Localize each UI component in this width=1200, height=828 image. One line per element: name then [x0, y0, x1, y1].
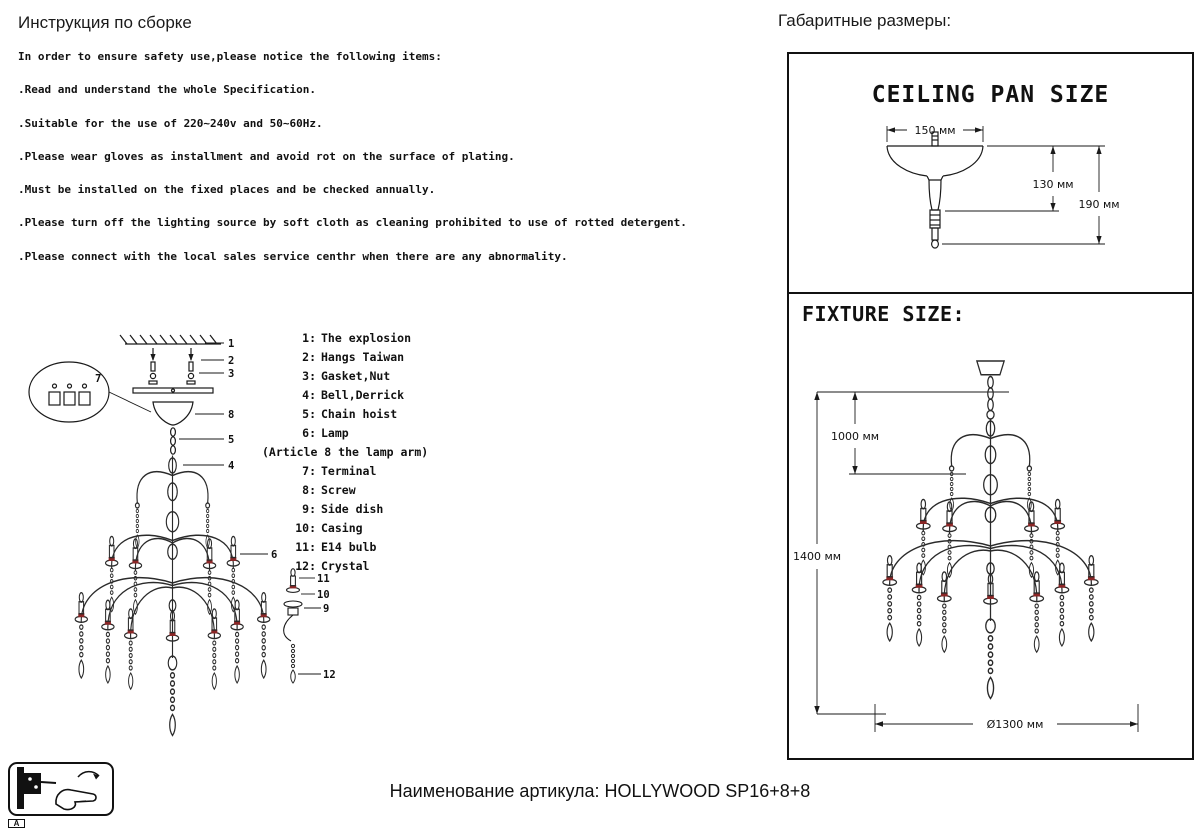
- hand-install-icon: [17, 767, 100, 811]
- callout-1: 1: [228, 338, 234, 350]
- corner-mark: A: [8, 819, 25, 828]
- callout-leaders: [179, 342, 268, 555]
- page-title: Инструкция по сборке: [18, 13, 192, 32]
- callout-10: 10: [317, 589, 330, 601]
- fixture-diameter-label: Ø1300 мм: [987, 718, 1044, 731]
- parts-item: 1:The explosion: [302, 331, 412, 345]
- safety-item: .Must be installed on the fixed places a…: [18, 183, 436, 197]
- dimensions-panel: CEILING PAN SIZE: [787, 52, 1194, 760]
- parts-list: 1:The explosion 2:Hangs Taiwan 3:Gasket,…: [256, 331, 456, 578]
- callout-12: 12: [323, 669, 335, 681]
- safety-item: .Read and understand the whole Specifica…: [18, 83, 317, 97]
- suspension-length-label: 1000 мм: [831, 430, 879, 443]
- chandelier-drawing: [883, 361, 1098, 699]
- safety-item: .Please connect with the local sales ser…: [18, 249, 568, 263]
- callout-3: 3: [228, 368, 234, 380]
- fixture-size-drawing: 1000 мм 1400 мм Ø1300 мм: [793, 316, 1139, 732]
- safety-notes: In order to ensure safety use,please not…: [18, 50, 758, 283]
- installation-pictogram: [8, 762, 114, 816]
- pan-dimension-lines: [886, 126, 1105, 245]
- pan-inner-height-label: 130 мм: [1032, 178, 1073, 191]
- parts-item: 11:E14 bulb: [295, 540, 377, 554]
- callout-11: 11: [317, 573, 330, 585]
- parts-note: (Article 8 the lamp arm): [262, 445, 429, 459]
- parts-item: 7:Terminal: [302, 464, 377, 478]
- pan-total-height-label: 190 мм: [1078, 198, 1119, 211]
- panel-divider: [789, 292, 1192, 294]
- article-name: Наименование артикула: HOLLYWOOD SP16+8+…: [389, 781, 811, 801]
- callout-4: 4: [228, 460, 234, 472]
- exploded-chandelier-body: [75, 456, 270, 736]
- parts-item: 12:Crystal: [295, 559, 370, 573]
- callout-5: 5: [228, 434, 234, 446]
- parts-item: 4:Bell,Derrick: [302, 388, 405, 402]
- dimensions-title: Габаритные размеры:: [778, 11, 952, 30]
- mount-arrowheads: [150, 354, 194, 361]
- parts-item: 2:Hangs Taiwan: [302, 350, 405, 364]
- pan-dimension-arrowheads: [887, 127, 1102, 244]
- parts-item: 9:Side dish: [302, 502, 384, 516]
- fixture-dimension-arrowheads: [814, 392, 1138, 727]
- safety-item: .Please turn off the lighting source by …: [18, 216, 687, 230]
- callout-9: 9: [323, 603, 329, 615]
- ceiling-pan-drawing: 150 мм 130 мм 190 мм: [886, 124, 1120, 249]
- callout-7: 7: [95, 373, 101, 385]
- parts-item: 10:Casing: [295, 521, 363, 535]
- callout-6: 6: [271, 549, 277, 561]
- ceiling-mount-drawing: [119, 334, 221, 455]
- parts-item: 8:Screw: [302, 483, 356, 497]
- safety-intro: In order to ensure safety use,please not…: [18, 50, 442, 63]
- safety-item: .Suitable for the use of 220~240v and 50…: [18, 116, 323, 130]
- exploded-diagram: 1 2 3 7 8 5 4 6 11 10 9 12: [28, 334, 335, 754]
- parts-item: 3:Gasket,Nut: [302, 369, 391, 383]
- parts-item: 5:Chain hoist: [302, 407, 398, 421]
- safety-item: .Please wear gloves as installment and a…: [18, 149, 515, 163]
- arm-detail-drawing: 11 10 9 12: [283, 568, 335, 684]
- fixture-height-label: 1400 мм: [793, 550, 841, 563]
- fixture-size-title: FIXTURE SIZE:: [802, 302, 966, 326]
- callout-2: 2: [228, 355, 234, 367]
- fixture-dimension-lines: [816, 391, 1139, 732]
- parts-item: 6:Lamp: [302, 426, 349, 440]
- pan-width-label: 150 мм: [914, 124, 955, 137]
- ceiling-pan-title: CEILING PAN SIZE: [871, 82, 1110, 108]
- ceiling-pan-shape: [886, 131, 984, 249]
- terminal-detail-bubble: [28, 361, 152, 423]
- callout-8: 8: [228, 409, 234, 421]
